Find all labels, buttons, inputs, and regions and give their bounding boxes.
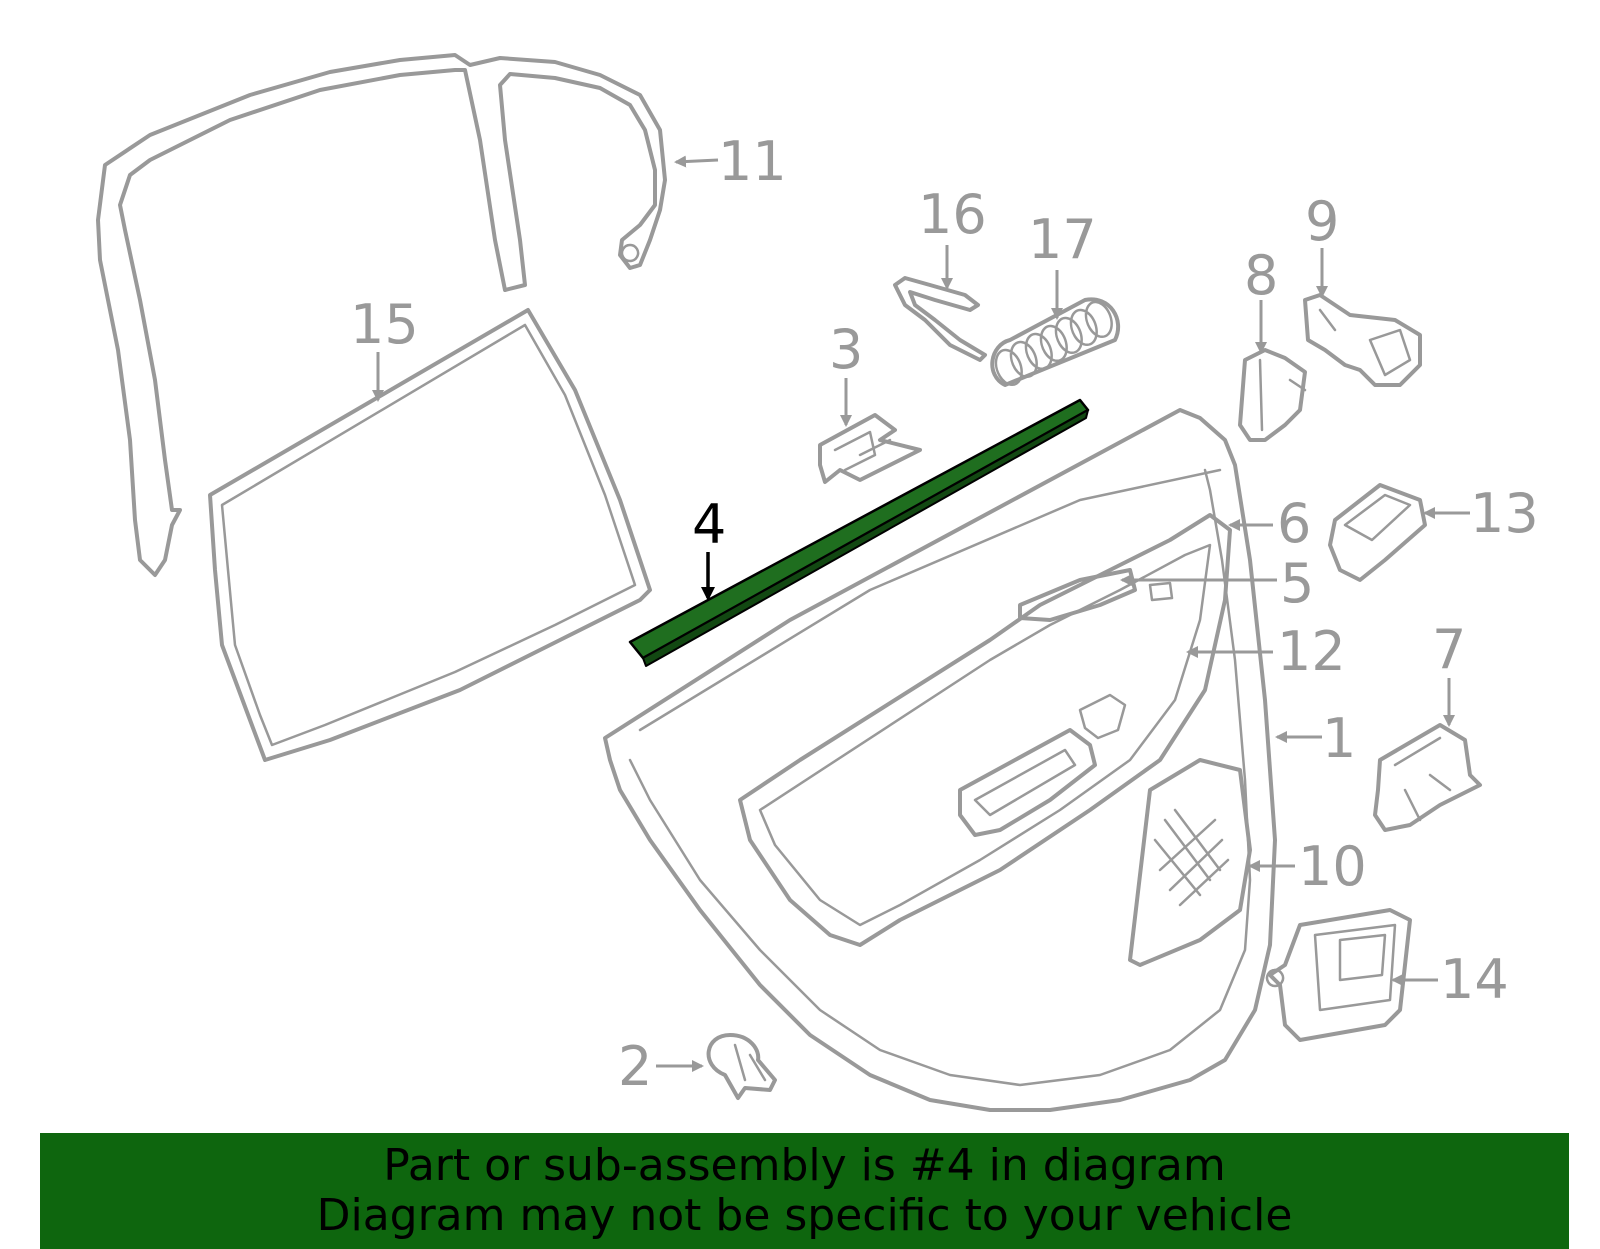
part-2-push-clip xyxy=(706,1033,777,1100)
info-banner: Part or sub-assembly is #4 in diagram Di… xyxy=(40,1133,1569,1249)
label-15: 15 xyxy=(350,293,419,356)
label-5: 5 xyxy=(1280,552,1314,615)
part-1-door-trim-panel xyxy=(603,408,1277,1112)
label-17: 17 xyxy=(1028,208,1097,271)
banner-line-1: Part or sub-assembly is #4 in diagram xyxy=(383,1140,1226,1191)
label-12: 12 xyxy=(1277,620,1346,683)
label-1: 1 xyxy=(1322,707,1356,770)
callout-labels: 11 15 16 17 3 8 9 13 6 5 12 7 1 10 14 2 … xyxy=(350,130,1539,1098)
label-8: 8 xyxy=(1244,244,1278,307)
part-4-belt-weatherstrip xyxy=(628,398,1090,667)
part-17-sleeve xyxy=(990,297,1121,387)
label-10: 10 xyxy=(1298,835,1367,898)
part-5-pull-handle xyxy=(1018,568,1174,622)
label-14: 14 xyxy=(1440,948,1509,1011)
part-14-control-module xyxy=(1265,908,1412,1042)
label-16: 16 xyxy=(918,183,987,246)
part-10-speaker-grille xyxy=(1128,758,1252,967)
part-8-clip xyxy=(1238,348,1307,442)
label-6: 6 xyxy=(1277,492,1311,555)
part-11-window-frame xyxy=(96,53,667,577)
label-7: 7 xyxy=(1432,618,1466,681)
part-3-bracket xyxy=(818,413,922,484)
label-2: 2 xyxy=(618,1035,652,1098)
label-11: 11 xyxy=(718,130,787,193)
leader-lines xyxy=(372,155,1470,1072)
label-9: 9 xyxy=(1305,190,1339,253)
label-13: 13 xyxy=(1470,482,1539,545)
label-3: 3 xyxy=(829,318,863,381)
part-9-handle-housing xyxy=(1303,293,1422,387)
banner-line-2: Diagram may not be specific to your vehi… xyxy=(316,1190,1293,1241)
part-12-pocket xyxy=(958,693,1127,837)
part-16-seal xyxy=(893,276,987,362)
part-7-connector xyxy=(1373,723,1482,832)
label-4: 4 xyxy=(692,493,726,556)
part-15-door-glass xyxy=(208,308,652,762)
part-13-switch xyxy=(1328,483,1427,582)
